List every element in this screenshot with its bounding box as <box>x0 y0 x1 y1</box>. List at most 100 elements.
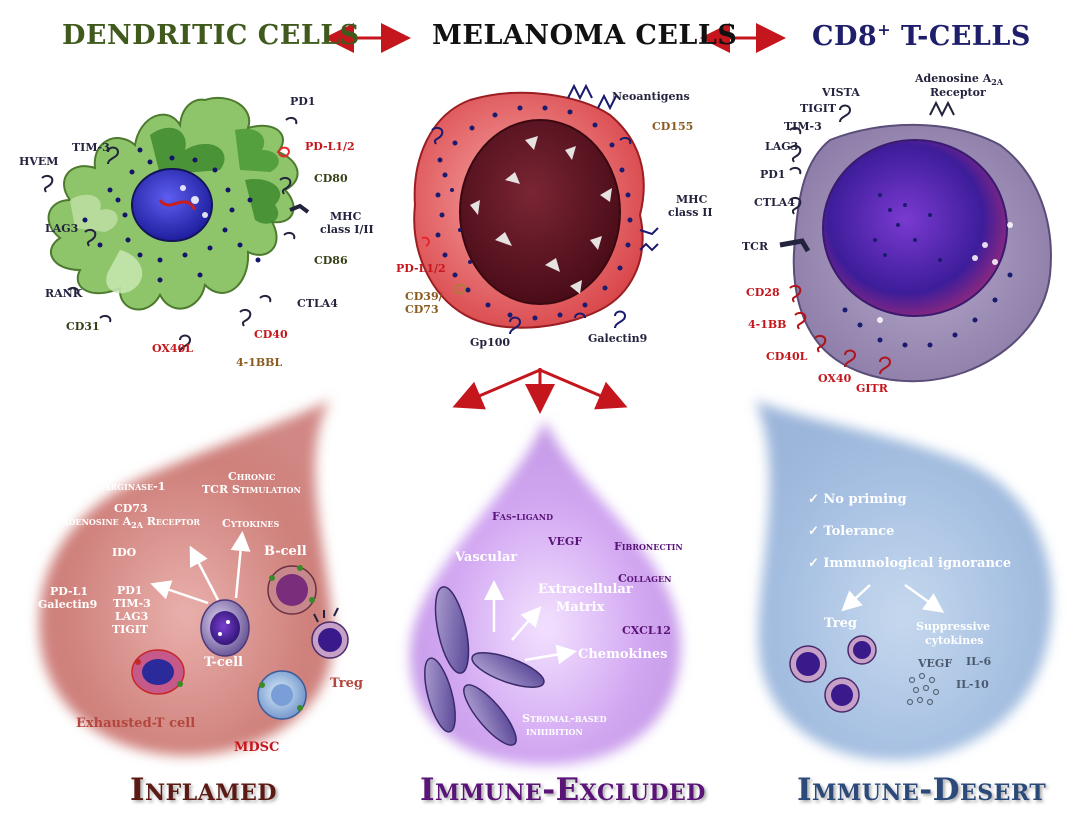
tc-label-lag3: LAG3 <box>765 140 799 153</box>
desert-il10: IL-10 <box>956 678 989 691</box>
dc-label-cd80: CD80 <box>314 172 348 185</box>
excluded-ecm-line2: Matrix <box>556 600 605 615</box>
inflamed-exhausted-label: Exhausted-T cell <box>76 716 196 731</box>
cd8-tcell-illustration <box>779 100 1052 383</box>
cd8-text: CD8 <box>812 21 878 52</box>
dc-label-lag3: LAG3 <box>45 222 79 235</box>
inflamed-mdsc-label: MDSC <box>234 740 280 755</box>
dc-label-cd31: CD31 <box>66 320 100 333</box>
inflamed-lag3: LAG3 <box>115 610 149 623</box>
mel-label-cd73: CD73 <box>405 303 439 316</box>
desert-item-tolerance: ✓ Tolerance <box>808 524 895 539</box>
excluded-chemokines: Chemokines <box>578 647 668 662</box>
dc-label-mhc-class: class I/II <box>320 223 374 236</box>
mel-label-cd39: CD39/ <box>405 290 443 303</box>
inflamed-galectin9: Galectin9 <box>38 598 98 611</box>
inflamed-treg-label: Treg <box>330 676 363 691</box>
melanoma-cell-illustration <box>413 83 659 335</box>
excluded-stromal-line2: inhibition <box>526 725 583 738</box>
excluded-background <box>410 420 681 765</box>
inflamed-arginase: Arginase-1 <box>102 480 166 493</box>
dc-label-hvem: HVEM <box>19 155 59 168</box>
dendritic-cell-illustration <box>41 97 310 353</box>
inflamed-pd1: PD1 <box>117 584 143 597</box>
dc-label-cd86: CD86 <box>314 254 348 267</box>
dc-label-ctla4: CTLA4 <box>297 297 338 310</box>
inflamed-tcell-label: T-cell <box>204 655 243 670</box>
mel-label-gp100: Gp100 <box>470 336 511 349</box>
desert-item-ignorance: ✓ Immunological ignorance <box>808 556 1012 571</box>
inflamed-pdl1: PD-L1 <box>50 585 88 598</box>
inflamed-tigit: TIGIT <box>112 623 149 636</box>
dc-label-tim3: TIM-3 <box>72 141 110 154</box>
desert-treg-cells <box>789 635 877 713</box>
mel-label-cd155: CD155 <box>652 120 694 133</box>
tc-label-tim3: TIM-3 <box>784 120 822 133</box>
tc-label-cd28: CD28 <box>746 286 780 299</box>
tc-label-receptor: Receptor <box>930 86 986 99</box>
desert-item-no-priming: ✓ No priming <box>808 492 907 507</box>
dc-label-mhc: MHC <box>330 210 362 223</box>
dc-label-ox40l: OX40L <box>152 342 193 355</box>
excluded-ecm-line1: Extracellular <box>538 582 633 597</box>
split-arrows <box>452 368 628 414</box>
inflamed-tcr-stimulation: TCR Stimulation <box>202 483 301 496</box>
excluded-collagen: Collagen <box>618 572 672 585</box>
mel-label-mhc-class: class II <box>668 206 713 219</box>
dendritic-cells-header: DENDRITIC CELLS <box>62 20 360 51</box>
cd8-superscript: + <box>877 20 892 39</box>
inflamed-receptor-text: Receptor <box>142 515 201 528</box>
mel-label-mhc: MHC <box>676 193 708 206</box>
dc-label-cd40: CD40 <box>254 328 288 341</box>
desert-title: Immune-Desert <box>797 772 1047 808</box>
tcells-text: T-CELLS <box>891 21 1031 52</box>
desert-vegf: VEGF <box>918 657 953 670</box>
excluded-title: Immune-Excluded <box>420 772 706 808</box>
mel-label-galectin9: Galectin9 <box>588 332 648 345</box>
desert-cytokine-dots <box>906 672 940 706</box>
inflamed-tcell <box>200 599 250 657</box>
inflamed-bcell-label: B-cell <box>264 544 307 559</box>
tc-label-cd40l: CD40L <box>766 350 808 363</box>
tc-label-adenosine: Adenosine A2A <box>915 72 1003 87</box>
dc-label-pd1: PD1 <box>290 95 316 108</box>
inflamed-chronic: Chronic <box>228 470 276 483</box>
excluded-fas-ligand: Fas-ligand <box>492 510 554 523</box>
desert-il6: IL-6 <box>966 655 992 668</box>
tc-label-pd1: PD1 <box>760 168 786 181</box>
excluded-vegf: VEGF <box>548 535 583 548</box>
inflamed-exhausted-tcell <box>131 649 185 695</box>
inflamed-tim3: TIM-3 <box>113 597 151 610</box>
excluded-fibronectin: Fibronectin <box>614 540 683 553</box>
excluded-vascular: Vascular <box>455 550 518 565</box>
inflamed-mdsc <box>257 670 307 720</box>
excluded-stromal-cells <box>424 586 545 746</box>
mel-label-pdl12: PD-L1/2 <box>396 262 446 275</box>
tc-label-tigit: TIGIT <box>800 102 837 115</box>
inflamed-adenosine-text: Adenosine A <box>60 515 132 528</box>
inflamed-bcell <box>267 565 317 615</box>
tc-label-41bb: 4-1BB <box>748 318 787 331</box>
tc-label-ox40: OX40 <box>818 372 852 385</box>
desert-treg-label: Treg <box>824 616 857 631</box>
inflamed-treg <box>311 607 349 659</box>
tc-adenosine-text: Adenosine A <box>915 72 992 85</box>
dc-label-pdl12: PD-L1/2 <box>305 140 355 153</box>
desert-cytokines: cytokines <box>925 634 984 647</box>
inflamed-adenosine-receptor: Adenosine A2A Receptor <box>60 515 200 530</box>
mel-label-neoantigens: Neoantigens <box>612 90 690 103</box>
tc-adenosine-sub: 2A <box>991 77 1004 88</box>
excluded-cxcl12: CXCL12 <box>622 624 671 637</box>
dc-label-rank: RANK <box>45 287 83 300</box>
inflamed-cd73: CD73 <box>114 502 148 515</box>
inflamed-background <box>39 400 333 756</box>
inflamed-cytokines: Cytokines <box>222 517 280 530</box>
dc-label-41bbl: 4-1BBL <box>236 356 283 369</box>
cd8-tcells-header: CD8+ T-CELLS <box>812 20 1031 52</box>
tc-label-ctla4: CTLA4 <box>754 196 795 209</box>
desert-arrows <box>841 583 945 613</box>
inflamed-arrows <box>150 531 251 605</box>
tc-label-vista: VISTA <box>822 86 860 99</box>
